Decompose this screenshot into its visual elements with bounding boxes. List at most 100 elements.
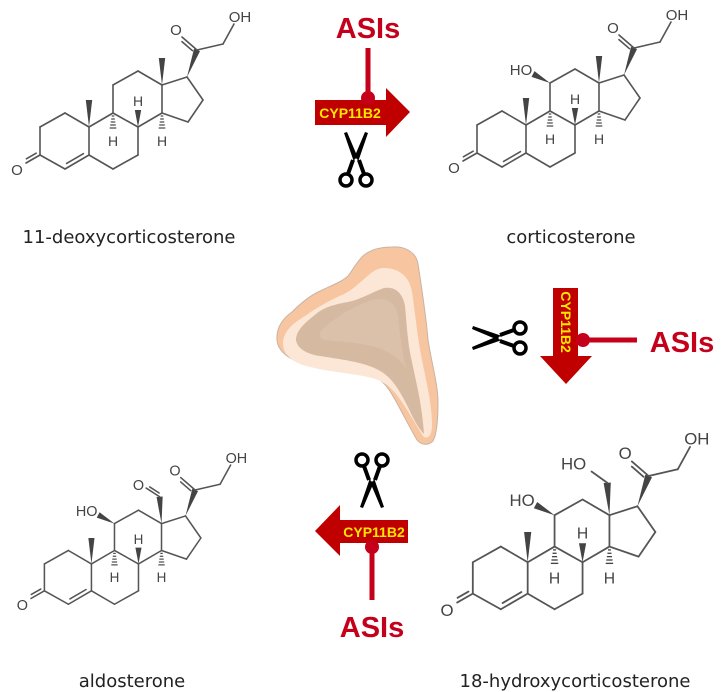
ring-bond: [90, 590, 116, 606]
ring-bond: [112, 154, 139, 170]
hydroxyl-c21: OH: [684, 430, 709, 449]
double-bond-c4-c5: [499, 592, 529, 611]
adrenal-gland-image: [276, 246, 439, 445]
side-chain-bond: [222, 23, 235, 45]
ring-bond: [137, 112, 163, 128]
ring-bond: [186, 76, 204, 101]
ring-bond: [525, 152, 551, 168]
hydroxyl-c21: OH: [226, 451, 248, 467]
h-c9-hash: [546, 113, 554, 127]
oxygen-atom-c3: O: [448, 160, 460, 177]
ring-bond: [88, 154, 114, 170]
ring-bond: [471, 545, 502, 564]
carbonyl-bond-c3: [456, 590, 470, 599]
c11-oh-wedge: [96, 512, 115, 524]
oxygen-atom-c20: O: [170, 22, 182, 39]
methyl-c18-wedge: [595, 56, 603, 83]
carbonyl-bond-c20: [179, 481, 192, 492]
ring-bond: [90, 549, 116, 565]
carbonyl-bond-c20: [618, 38, 631, 50]
methyl-c19-wedge: [85, 100, 93, 127]
ring-bond: [43, 549, 70, 565]
enzyme-label-cyp11b2: CYP11B2: [319, 105, 381, 121]
carbonyl-bond-c20: [181, 36, 198, 51]
ring-bond: [526, 592, 556, 611]
ring-bond: [549, 68, 576, 84]
hydrogen-atom-c8: H: [570, 91, 580, 107]
ring-bond: [581, 545, 611, 564]
carbonyl-bond-c3: [462, 150, 474, 158]
ring-bond: [553, 545, 584, 564]
ring-bond: [113, 590, 140, 606]
hydrogen-atom-c14: H: [157, 570, 167, 585]
oxygen-atom-c3: O: [17, 598, 28, 614]
ring-bond: [137, 70, 163, 86]
scissors-icon: [354, 452, 390, 510]
enzyme-arrow-right: [315, 88, 410, 137]
oxygen-atom-c20: O: [607, 20, 619, 37]
ring-bond: [476, 110, 503, 126]
carbonyl-bond-c3: [25, 154, 41, 164]
inhibition-ball: [576, 333, 590, 347]
carbonyl-bond-c3: [25, 152, 37, 160]
carbonyl-bond-c3: [456, 592, 474, 604]
methyl-c19-wedge: [524, 532, 532, 563]
ring-bond: [112, 112, 139, 128]
h-c14-hash: [158, 115, 166, 129]
inhibition-ball: [361, 91, 375, 105]
ring-bond: [525, 110, 551, 126]
enzyme-arrow-left: [315, 505, 408, 556]
adrenal-medulla-highlight: [319, 298, 406, 368]
ring-bond: [549, 152, 576, 168]
side-chain-wedge: [624, 46, 638, 75]
ring-bond: [185, 537, 202, 560]
inhibition-ball: [365, 540, 379, 554]
h-c9-hash: [109, 115, 117, 129]
ring-bond: [160, 515, 187, 525]
ring-bond: [187, 99, 204, 123]
double-bond-c4-c5: [501, 591, 523, 604]
ring-bond: [64, 112, 90, 128]
ring-bond: [161, 76, 188, 86]
reaction-step-2: CYP11B2 ASIs: [470, 288, 714, 384]
oxygen-atom-c18: O: [133, 478, 144, 494]
ring-bond: [636, 505, 657, 533]
side-chain-bond: [647, 468, 679, 477]
carbonyl-bond-c20: [630, 460, 650, 477]
carbonyl-bond-c20: [179, 476, 196, 491]
c18-wedge: [156, 496, 163, 524]
ring-bond: [624, 97, 641, 121]
hydrogen-atom-c9: H: [110, 570, 120, 585]
h-c9-hash: [111, 552, 118, 566]
oxygen-atom-c20: O: [619, 444, 632, 463]
ring-bond: [184, 515, 202, 539]
hydrogen-atom-c8: H: [133, 93, 143, 109]
methyl-c19-wedge: [522, 98, 530, 125]
double-bond-c4-c5: [64, 154, 90, 170]
enzyme-arrow-down: [540, 288, 592, 384]
h-c14-hash: [595, 113, 603, 127]
ring-bond: [113, 549, 140, 565]
hydrogen-atom-c14: H: [594, 131, 604, 147]
double-bond-c4-c5: [67, 590, 93, 606]
ring-bond: [553, 498, 584, 517]
hydrogen-atom-c14: H: [157, 133, 167, 149]
double-bond-c4-c5: [501, 152, 527, 168]
aldehyde-bond: [145, 487, 161, 498]
ring-bond: [623, 74, 641, 99]
ring-bond: [608, 505, 639, 517]
scissors-icon: [470, 320, 528, 356]
side-chain-wedge: [637, 474, 653, 507]
ring-bond: [574, 110, 600, 126]
hydrogen-atom-c8: H: [577, 526, 588, 543]
h-c14-hash: [158, 552, 165, 566]
inhibitor-label-asis: ASIs: [650, 327, 714, 359]
hydroxyl-c11: HO: [510, 62, 533, 79]
methyl-c19-wedge: [88, 538, 95, 564]
ring-bond: [499, 545, 529, 564]
label-aldosterone: aldosterone: [79, 671, 185, 692]
ring-bond: [137, 509, 163, 525]
